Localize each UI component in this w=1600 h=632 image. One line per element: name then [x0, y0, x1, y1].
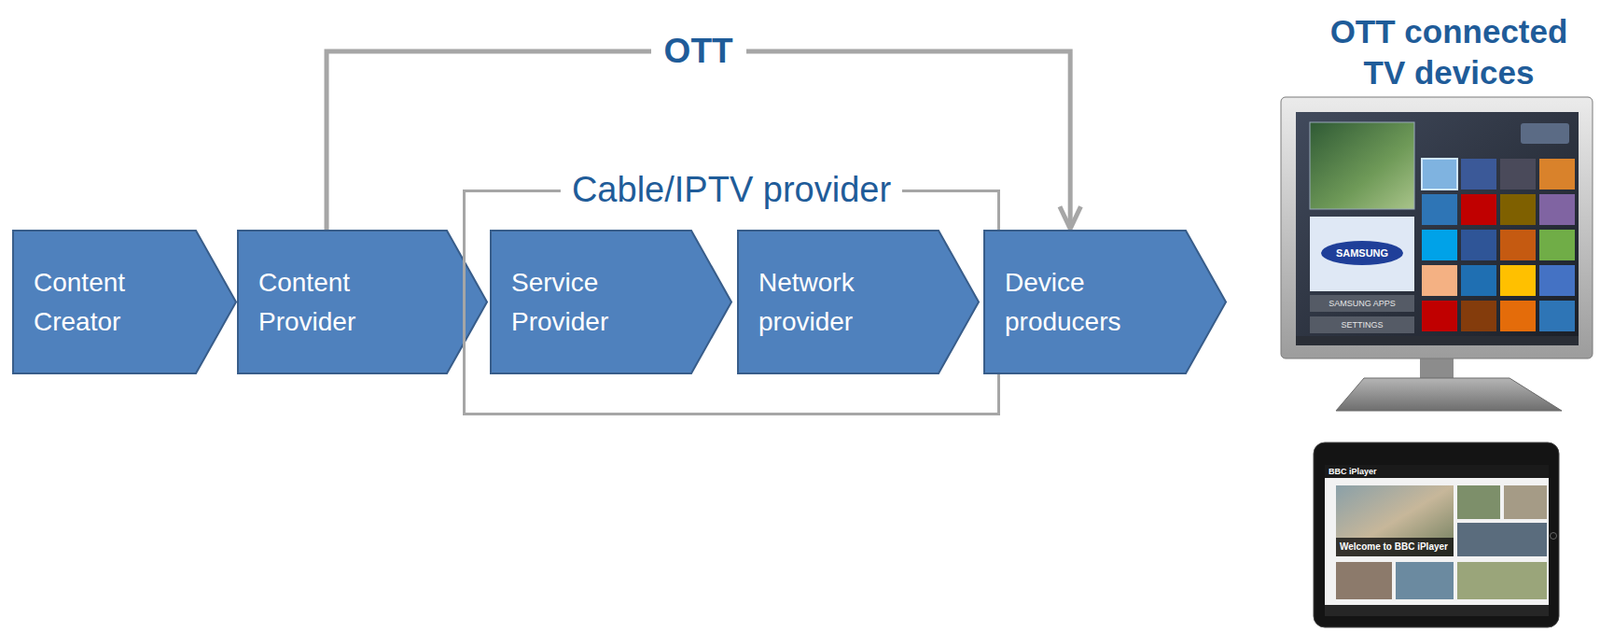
- app-icon: [1460, 158, 1497, 190]
- app-icon-grid: [1421, 158, 1575, 332]
- app-icon: [1460, 194, 1497, 225]
- screen-video-tile: [1309, 122, 1415, 209]
- process-label: Device producers: [1004, 263, 1155, 342]
- chevron-shape: [236, 229, 488, 375]
- screen-logo-text: SAMSUNG: [1309, 246, 1415, 260]
- chevron-shape: [12, 229, 237, 375]
- app-icon: [1421, 300, 1458, 332]
- tablet-body: [1313, 442, 1559, 627]
- app-icon: [1421, 229, 1458, 261]
- chevron-polygon: [984, 230, 1226, 374]
- process-label: Content Provider: [258, 263, 408, 342]
- chevron-polygon: [237, 230, 487, 374]
- process-chevron: Device producers: [983, 229, 1227, 375]
- section-heading-box: OTT connected TV devices: [1313, 11, 1585, 94]
- app-icon: [1539, 264, 1575, 296]
- app-icon: [1421, 264, 1458, 296]
- screen-menu-button: [1309, 316, 1415, 334]
- tablet-header: [1324, 464, 1549, 478]
- tablet-tile: [1457, 485, 1501, 519]
- app-icon: [1539, 194, 1575, 225]
- screen-menu-button: [1309, 294, 1415, 312]
- connector-label: OTT: [664, 30, 734, 72]
- tablet-home-button: [1550, 532, 1558, 540]
- group-title: Cable/IPTV provider: [571, 167, 891, 211]
- app-icon: [1460, 264, 1497, 296]
- tv-stand-base: [1335, 377, 1562, 411]
- chevron-polygon: [13, 230, 237, 374]
- group-outline-rect: [464, 191, 1000, 415]
- screen-status-bar: [1295, 335, 1579, 346]
- screen-menu-text-box: SETTINGS: [1309, 316, 1415, 334]
- tablet-banner-strip: [1335, 537, 1454, 557]
- tv-bezel: [1280, 97, 1593, 359]
- process-label: Content Creator: [33, 263, 183, 342]
- screen-logo-text-box: SAMSUNG: [1309, 246, 1415, 260]
- screen-logo-panel: [1309, 216, 1415, 292]
- screen-banner-text: Welcome to BBC iPlayer: [1339, 540, 1454, 554]
- app-icon: [1500, 194, 1536, 225]
- chevron-polygon: [737, 230, 979, 374]
- process-chevron: Network provider: [737, 229, 980, 375]
- connector-label-patch: OTT: [651, 30, 747, 72]
- app-icon: [1500, 229, 1536, 261]
- app-icon: [1539, 158, 1575, 190]
- app-icon: [1460, 300, 1497, 332]
- app-icon: [1421, 194, 1458, 225]
- process-chevron: Content Provider: [236, 229, 488, 375]
- tablet-tile: [1503, 485, 1547, 519]
- app-logo-text-box: BBC iPlayer: [1328, 465, 1413, 477]
- app-icon: [1539, 300, 1575, 332]
- tablet-illustration: [1313, 442, 1559, 627]
- group-title-patch: Cable/IPTV provider: [560, 167, 903, 211]
- screen-menu-text: SETTINGS: [1309, 316, 1415, 334]
- process-label: Network provider: [758, 263, 908, 342]
- section-heading: OTT connected TV devices: [1313, 11, 1585, 94]
- screen-menu-text-box: SAMSUNG APPS: [1309, 294, 1415, 312]
- screen-badge: [1520, 123, 1570, 144]
- chevron-shape: [489, 229, 733, 375]
- tablet-screen: [1324, 464, 1549, 616]
- tablet-tile: [1457, 561, 1547, 599]
- tablet-tile: [1395, 561, 1454, 599]
- chevron-shape: [737, 229, 980, 375]
- group-frame: Cable/IPTV providerService ProviderNetwo…: [462, 189, 1001, 416]
- tv-illustration: [1280, 97, 1593, 411]
- process-label: Service Provider: [511, 263, 661, 342]
- app-icon: [1421, 158, 1458, 190]
- app-icon: [1500, 264, 1536, 296]
- tablet-photo-tile: [1335, 485, 1454, 557]
- app-icon: [1500, 158, 1536, 190]
- process-chevron: Content Creator: [12, 229, 237, 375]
- app-icon: [1539, 229, 1575, 261]
- app-icon: [1500, 300, 1536, 332]
- tv-screen: [1295, 111, 1579, 346]
- process-chevron: Service Provider: [489, 229, 733, 375]
- tablet-tile: [1457, 522, 1547, 557]
- screen-menu-text: SAMSUNG APPS: [1309, 294, 1415, 312]
- app-icon: [1460, 229, 1497, 261]
- screen-banner-text-box: Welcome to BBC iPlayer: [1339, 540, 1454, 554]
- app-logo-text: BBC iPlayer: [1328, 465, 1413, 477]
- tablet-footer: [1324, 604, 1549, 616]
- chevron-polygon: [490, 230, 732, 374]
- flow-connector: [326, 51, 1071, 230]
- tablet-tile: [1335, 561, 1392, 599]
- chevron-shape: [983, 229, 1227, 375]
